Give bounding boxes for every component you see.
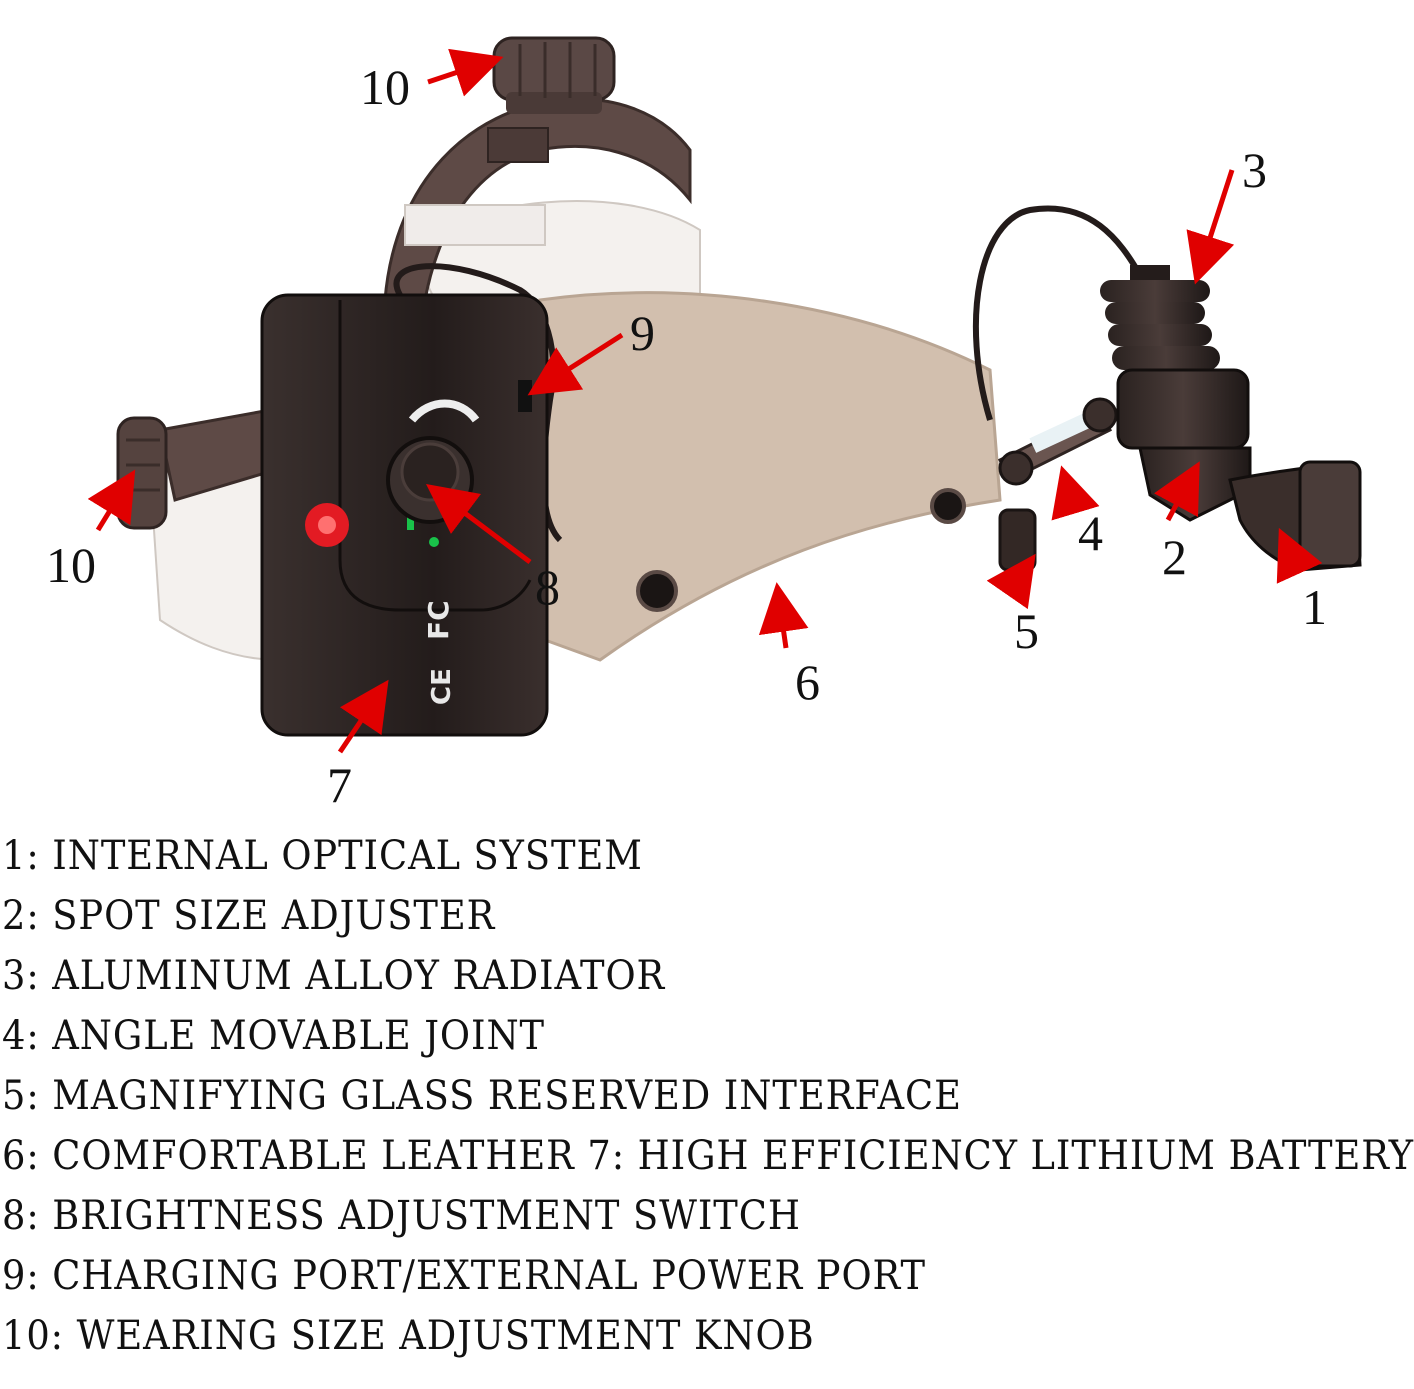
battery-box: FC CE xyxy=(260,293,549,737)
callout-8: 8 xyxy=(535,559,560,615)
legend-item-9: 9: CHARGING PORT/EXTERNAL POWER PORT xyxy=(2,1253,926,1299)
arrow-3 xyxy=(1186,169,1235,285)
callout-5: 5 xyxy=(1014,603,1039,659)
brightness-knob xyxy=(386,436,474,524)
callout-3: 3 xyxy=(1242,142,1267,198)
arrow-2 xyxy=(1153,461,1200,522)
callout-4: 4 xyxy=(1078,505,1103,561)
callout-7: 7 xyxy=(327,757,352,813)
arrow-8 xyxy=(426,484,532,564)
legend-item-4: 4: ANGLE MOVABLE JOINT xyxy=(2,1013,546,1059)
ce-mark: CE xyxy=(427,668,457,705)
legend-item-2: 2: SPOT SIZE ADJUSTER xyxy=(2,893,496,939)
arrow-5 xyxy=(986,553,1036,610)
callout-9: 9 xyxy=(630,305,655,361)
headlight-illustration: FC CE xyxy=(87,36,1362,754)
arrow-4 xyxy=(1051,465,1100,521)
lamp-head xyxy=(1100,265,1362,572)
legend-item-3: 3: ALUMINUM ALLOY RADIATOR xyxy=(2,953,666,999)
leather-strap xyxy=(538,291,1002,662)
callout-10-top: 10 xyxy=(360,59,410,115)
legend-item-5: 5: MAGNIFYING GLASS RESERVED INTERFACE xyxy=(2,1073,962,1119)
arrow-10-side xyxy=(87,469,136,532)
arrow-10-top xyxy=(427,48,504,97)
fc-mark: FC xyxy=(422,600,455,640)
legend-item-1: 1: INTERNAL OPTICAL SYSTEM xyxy=(2,833,643,879)
arrow-9 xyxy=(527,332,624,396)
arrow-1 xyxy=(1276,527,1323,584)
side-size-knob xyxy=(116,416,168,530)
arrow-7 xyxy=(337,679,389,754)
callout-6: 6 xyxy=(795,654,820,710)
callout-10-side: 10 xyxy=(46,537,96,593)
legend-item-10: 10: WEARING SIZE ADJUSTMENT KNOB xyxy=(2,1313,815,1359)
parts-legend: 1: INTERNAL OPTICAL SYSTEM 2: SPOT SIZE … xyxy=(2,826,1414,1366)
legend-item-6-7: 6: COMFORTABLE LEATHER 7: HIGH EFFICIENC… xyxy=(2,1133,1414,1179)
charging-port xyxy=(518,380,532,412)
top-size-knob xyxy=(492,36,616,114)
callout-2: 2 xyxy=(1162,529,1187,585)
callout-arrows xyxy=(87,48,1323,754)
arrow-6 xyxy=(758,582,809,649)
callout-1: 1 xyxy=(1302,579,1327,635)
top-arch-frame xyxy=(383,97,692,302)
legend-item-8: 8: BRIGHTNESS ADJUSTMENT SWITCH xyxy=(2,1193,801,1239)
